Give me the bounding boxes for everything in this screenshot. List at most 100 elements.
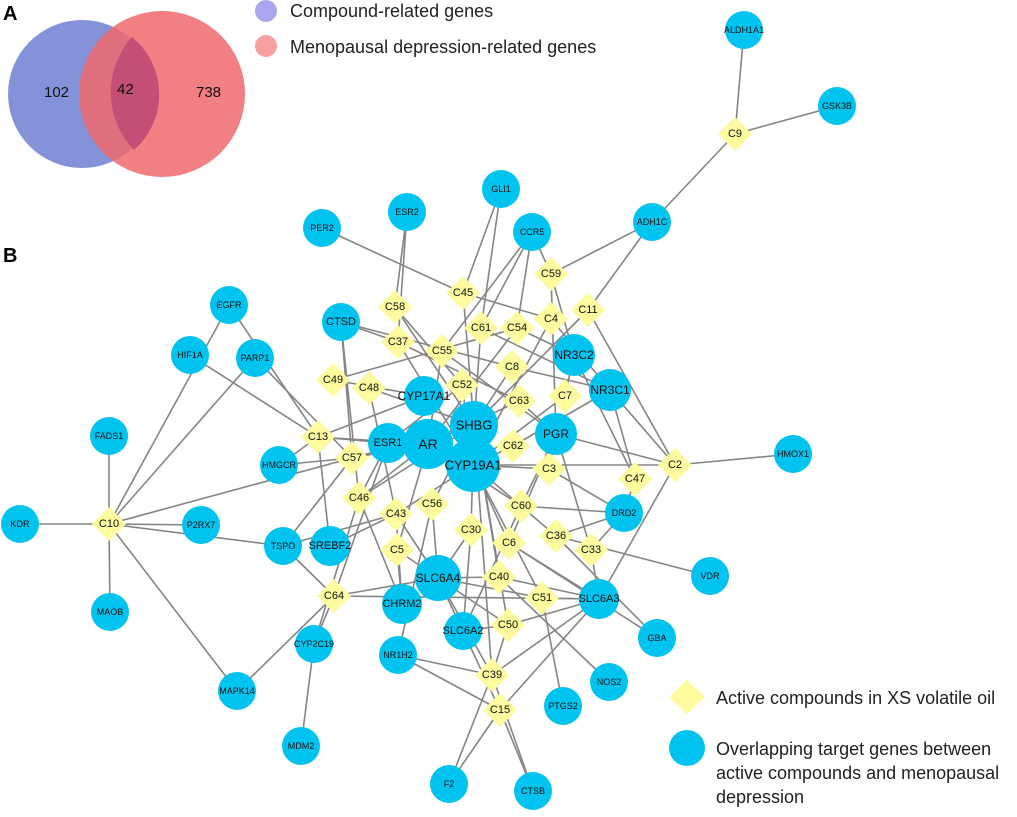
compound-node-c30[interactable]: C30 <box>454 513 488 547</box>
compound-node-c51[interactable]: C51 <box>525 581 559 615</box>
compound-node-c49[interactable]: C49 <box>316 363 350 397</box>
gene-node-gli1[interactable]: GLI1 <box>482 170 520 208</box>
gene-label: HMGCR <box>262 460 296 470</box>
compound-node-c50[interactable]: C50 <box>491 608 525 642</box>
gene-node-esr1[interactable]: ESR1 <box>368 423 408 463</box>
gene-node-hmgcr[interactable]: HMGCR <box>260 446 298 484</box>
compound-node-c36[interactable]: C36 <box>539 519 573 553</box>
compound-node-c52[interactable]: C52 <box>445 368 479 402</box>
gene-node-kdr[interactable]: KDR <box>1 505 39 543</box>
edge-c40-nos2 <box>498 576 610 683</box>
compound-label: C63 <box>509 395 529 407</box>
gene-node-tspo[interactable]: TSPO <box>264 527 302 565</box>
compound-node-c64[interactable]: C64 <box>317 579 351 613</box>
compound-node-c37[interactable]: C37 <box>381 325 415 359</box>
gene-node-srebf2[interactable]: SREBF2 <box>309 526 352 566</box>
compound-node-c56[interactable]: C56 <box>415 487 449 521</box>
gene-label: HMOX1 <box>777 449 809 459</box>
compound-node-c39[interactable]: C39 <box>475 658 509 692</box>
gene-node-per2[interactable]: PER2 <box>303 209 341 247</box>
gene-node-vdr[interactable]: VDR <box>691 557 729 595</box>
compound-diamond-icon <box>425 334 459 368</box>
gene-circle-icon <box>605 494 643 532</box>
gene-node-gsk3b[interactable]: GSK3B <box>818 87 856 125</box>
venn-right-circle <box>79 11 245 177</box>
gene-node-nos2[interactable]: NOS2 <box>590 663 628 701</box>
gene-node-nr1h2[interactable]: NR1H2 <box>379 636 417 674</box>
compound-label: C10 <box>99 518 119 530</box>
compound-node-c40[interactable]: C40 <box>482 560 516 594</box>
compound-node-c2[interactable]: C2 <box>658 448 692 482</box>
compound-node-c3[interactable]: C3 <box>532 452 566 486</box>
gene-node-ptgs2[interactable]: PTGS2 <box>544 687 582 725</box>
gene-node-nr3c1[interactable]: NR3C1 <box>589 369 631 411</box>
compound-node-c61[interactable]: C61 <box>464 311 498 345</box>
compound-node-c54[interactable]: C54 <box>500 311 534 345</box>
compound-node-c7[interactable]: C7 <box>548 379 582 413</box>
gene-node-hif1a[interactable]: HIF1A <box>171 336 209 374</box>
gene-node-aldh1a1[interactable]: ALDH1A1 <box>724 11 764 49</box>
gene-node-ctsd[interactable]: CTSD <box>322 303 360 341</box>
compound-node-c60[interactable]: C60 <box>504 489 538 523</box>
compound-node-c43[interactable]: C43 <box>379 497 413 531</box>
gene-node-slc6a4[interactable]: SLC6A4 <box>415 555 461 601</box>
gene-label: PARP1 <box>241 353 270 363</box>
gene-node-ccr5[interactable]: CCR5 <box>513 213 551 251</box>
gene-node-hmox1[interactable]: HMOX1 <box>774 435 812 473</box>
compound-node-c58[interactable]: C58 <box>378 290 412 324</box>
gene-node-slc6a3[interactable]: SLC6A3 <box>579 579 620 619</box>
edge-parp1-c10 <box>108 357 256 525</box>
gene-node-chrm2[interactable]: CHRM2 <box>382 584 422 624</box>
gene-node-cyp19a1[interactable]: CYP19A1 <box>444 438 502 492</box>
gene-node-shbg[interactable]: SHBG <box>450 401 498 449</box>
gene-node-cyp2c19[interactable]: CYP2C19 <box>294 625 334 663</box>
gene-node-slc6a2[interactable]: SLC6A2 <box>443 612 484 650</box>
compound-node-c5[interactable]: C5 <box>380 533 414 567</box>
compound-node-c13[interactable]: C13 <box>301 420 335 454</box>
gene-node-drd2[interactable]: DRD2 <box>605 494 643 532</box>
gene-node-mapk14[interactable]: MAPK14 <box>218 672 256 710</box>
compound-diamond-icon <box>574 533 608 567</box>
gene-node-gba[interactable]: GBA <box>638 619 676 657</box>
compound-node-c55[interactable]: C55 <box>425 334 459 368</box>
gene-node-adh1c[interactable]: ADH1C <box>633 203 671 241</box>
gene-node-maob[interactable]: MAOB <box>91 593 129 631</box>
gene-label: NR1H2 <box>383 650 413 660</box>
compound-node-c45[interactable]: C45 <box>446 276 480 310</box>
compound-node-c59[interactable]: C59 <box>534 257 568 291</box>
compound-node-c46[interactable]: C46 <box>342 481 376 515</box>
gene-label: NR3C1 <box>590 383 630 397</box>
compound-node-c4[interactable]: C4 <box>534 302 568 336</box>
gene-label: SHBG <box>456 418 493 433</box>
gene-node-parp1[interactable]: PARP1 <box>236 339 274 377</box>
compound-label: C54 <box>507 322 527 334</box>
compound-node-c47[interactable]: C47 <box>618 462 652 496</box>
gene-node-f2[interactable]: F2 <box>430 765 468 803</box>
gene-node-ar[interactable]: AR <box>403 419 453 469</box>
compound-node-c62[interactable]: C62 <box>496 429 530 463</box>
compound-label: C59 <box>541 268 561 280</box>
compound-node-c57[interactable]: C57 <box>335 441 369 475</box>
compound-node-c6[interactable]: C6 <box>492 526 526 560</box>
compound-node-c15[interactable]: C15 <box>483 693 517 727</box>
compound-diamond-icon <box>301 420 335 454</box>
compound-node-c8[interactable]: C8 <box>495 350 529 384</box>
compound-node-c10[interactable]: C10 <box>92 507 126 541</box>
gene-node-mdm2[interactable]: MDM2 <box>282 727 320 765</box>
gene-node-ctsb[interactable]: CTSB <box>514 772 552 810</box>
gene-node-egfr[interactable]: EGFR <box>210 286 248 324</box>
compound-legend-diamond-icon <box>669 680 705 714</box>
compound-diamond-icon <box>495 350 529 384</box>
compound-node-c48[interactable]: C48 <box>352 371 386 405</box>
compound-node-c33[interactable]: C33 <box>574 533 608 567</box>
gene-node-p2rx7[interactable]: P2RX7 <box>182 506 220 544</box>
gene-node-nr3c2[interactable]: NR3C2 <box>553 334 595 376</box>
gene-node-cyp17a1[interactable]: CYP17A1 <box>398 376 451 416</box>
gene-node-esr2[interactable]: ESR2 <box>388 193 426 231</box>
gene-node-fads1[interactable]: FADS1 <box>90 417 128 455</box>
gene-node-pgr[interactable]: PGR <box>535 413 577 455</box>
compound-node-c11[interactable]: C11 <box>571 293 605 327</box>
edge-c56-nr1h2 <box>397 503 433 656</box>
compound-node-c63[interactable]: C63 <box>502 384 536 418</box>
compound-node-c9[interactable]: C9 <box>718 117 752 151</box>
